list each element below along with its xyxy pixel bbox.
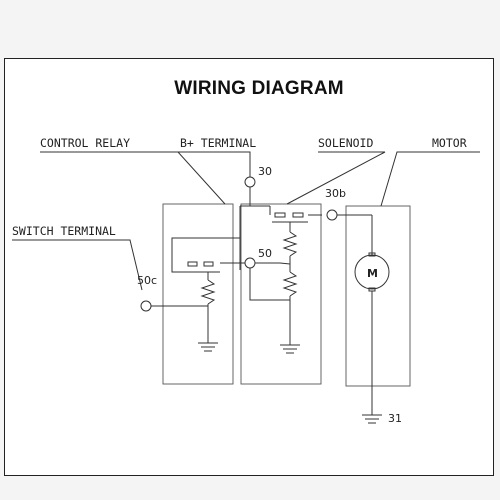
solenoid-coil-upper: [282, 231, 298, 257]
wire-50-to-coil: [255, 262, 291, 265]
sol-contact-left: [274, 212, 286, 218]
diagram-frame: [4, 58, 494, 476]
solenoid-box: [240, 203, 322, 385]
terminal-50c-label: 50c: [137, 274, 157, 287]
solenoid-label: SOLENOID: [318, 136, 373, 150]
relay-contact-right: [203, 261, 214, 267]
terminal-30-node: [244, 176, 256, 188]
solenoid-coil-lower: [282, 271, 298, 297]
motor-leader: [380, 151, 480, 207]
sol-contact-right: [292, 212, 304, 218]
switch-terminal-leader: [12, 239, 143, 291]
b-plus-terminal-label: B+ TERMINAL: [180, 136, 256, 150]
motor-brush-top: [368, 252, 376, 257]
terminal-30b-label: 30b: [325, 187, 346, 200]
terminal-50c-node: [140, 300, 152, 312]
motor-icon: [354, 254, 390, 290]
wire-50-loop: [249, 268, 290, 301]
b-plus-leader: [178, 151, 251, 177]
wire-relay-top: [171, 237, 240, 273]
terminal-31-label: 31: [388, 412, 402, 425]
motor-box: [345, 205, 411, 387]
control-relay-label: CONTROL RELAY: [40, 136, 130, 150]
diagram-title: WIRING DIAGRAM: [174, 78, 344, 99]
solenoid-leader: [286, 151, 386, 205]
terminal-50-node: [244, 257, 256, 269]
terminal-30b-node: [326, 209, 338, 221]
relay-contact-left: [187, 261, 198, 267]
switch-terminal-label: SWITCH TERMINAL: [12, 224, 116, 238]
control-relay-leader: [40, 151, 226, 205]
motor-label: MOTOR: [432, 136, 467, 150]
motor-symbol: M: [367, 267, 378, 280]
terminal-50-label: 50: [258, 247, 272, 260]
terminal-30-label: 30: [258, 165, 272, 178]
relay-coil: [200, 279, 216, 305]
control-relay-box: [162, 203, 234, 385]
